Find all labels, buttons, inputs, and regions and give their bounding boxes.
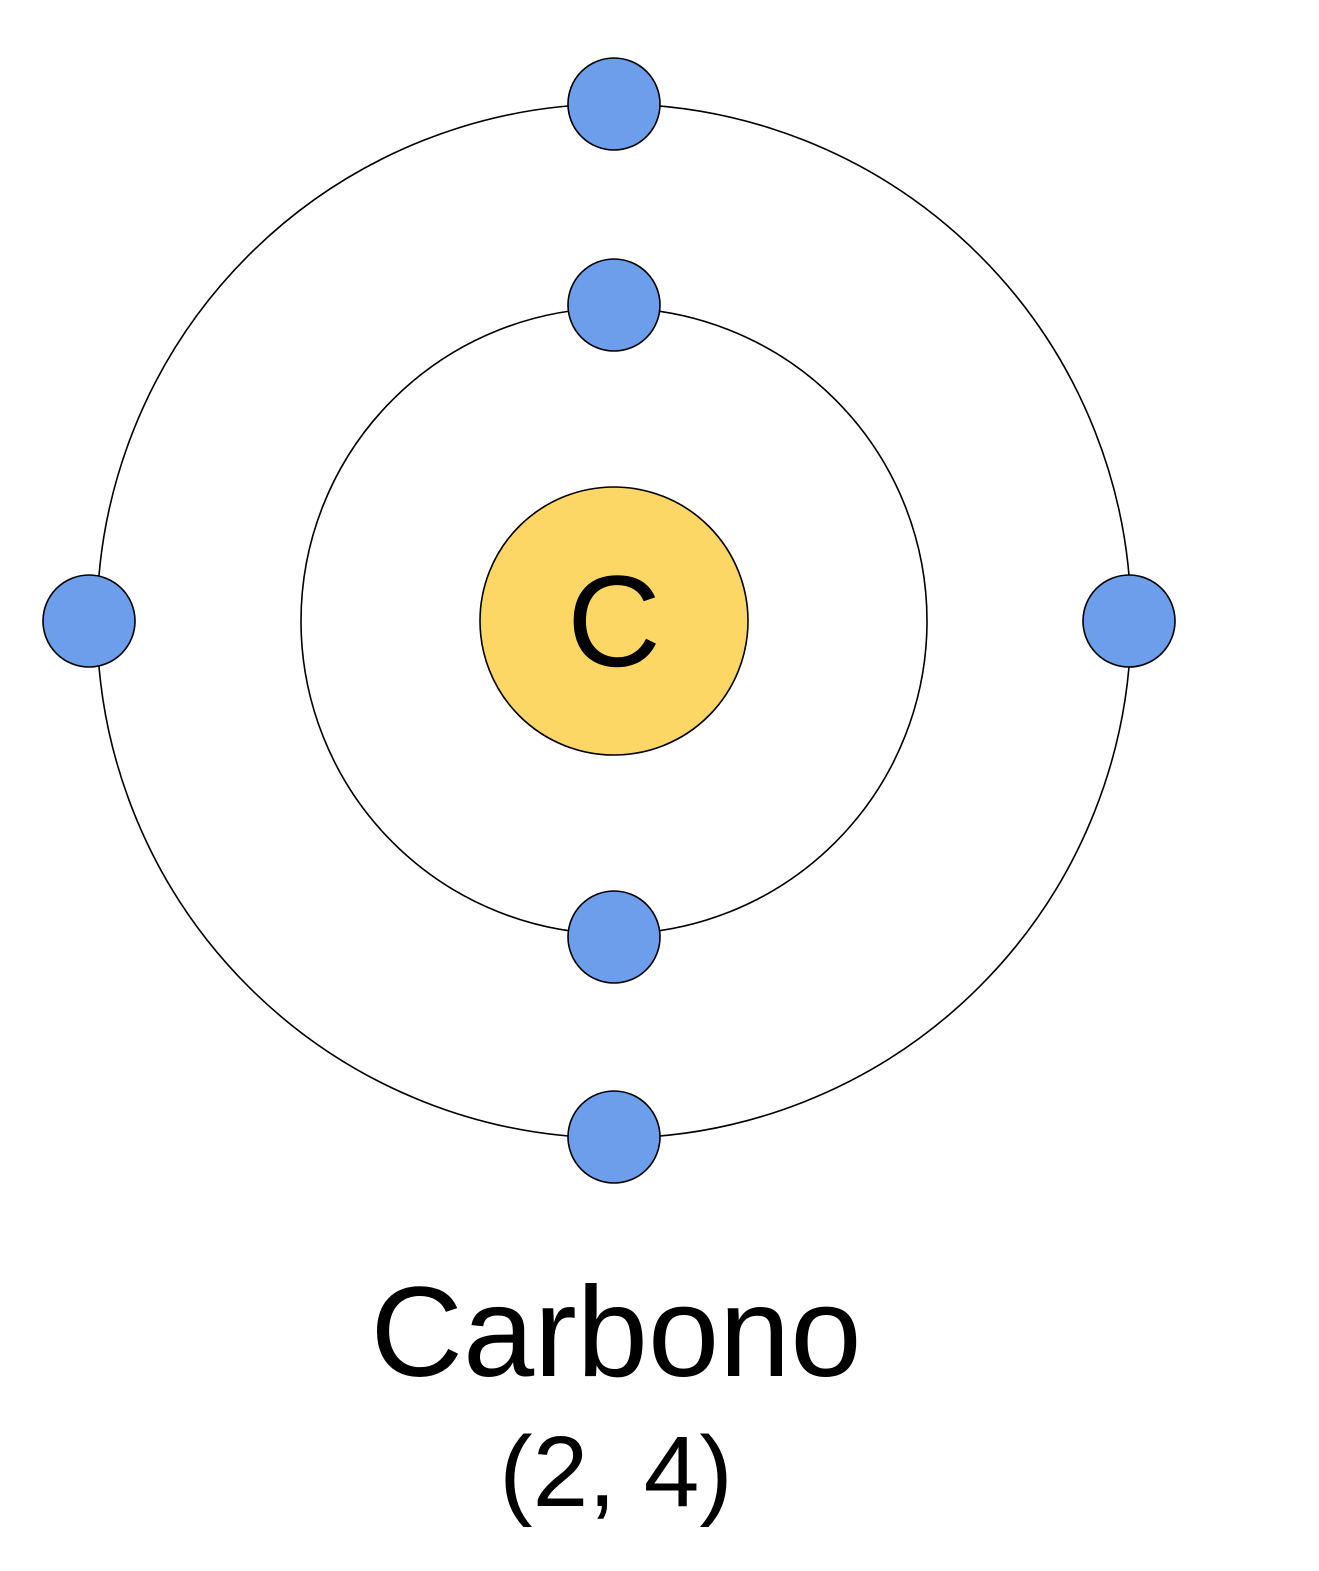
electron-configuration: (2, 4) (499, 1416, 733, 1528)
nucleus-symbol: C (567, 548, 661, 694)
outer-shell-electron (1082, 574, 1176, 668)
outer-shell-electron (567, 57, 661, 151)
inner-shell-electron (567, 258, 661, 352)
nucleus (479, 486, 749, 756)
outer-shell-electron (567, 1090, 661, 1184)
outer-shell-electron (42, 574, 136, 668)
inner-shell-electron (567, 890, 661, 984)
element-name: Carbono (370, 1261, 862, 1404)
